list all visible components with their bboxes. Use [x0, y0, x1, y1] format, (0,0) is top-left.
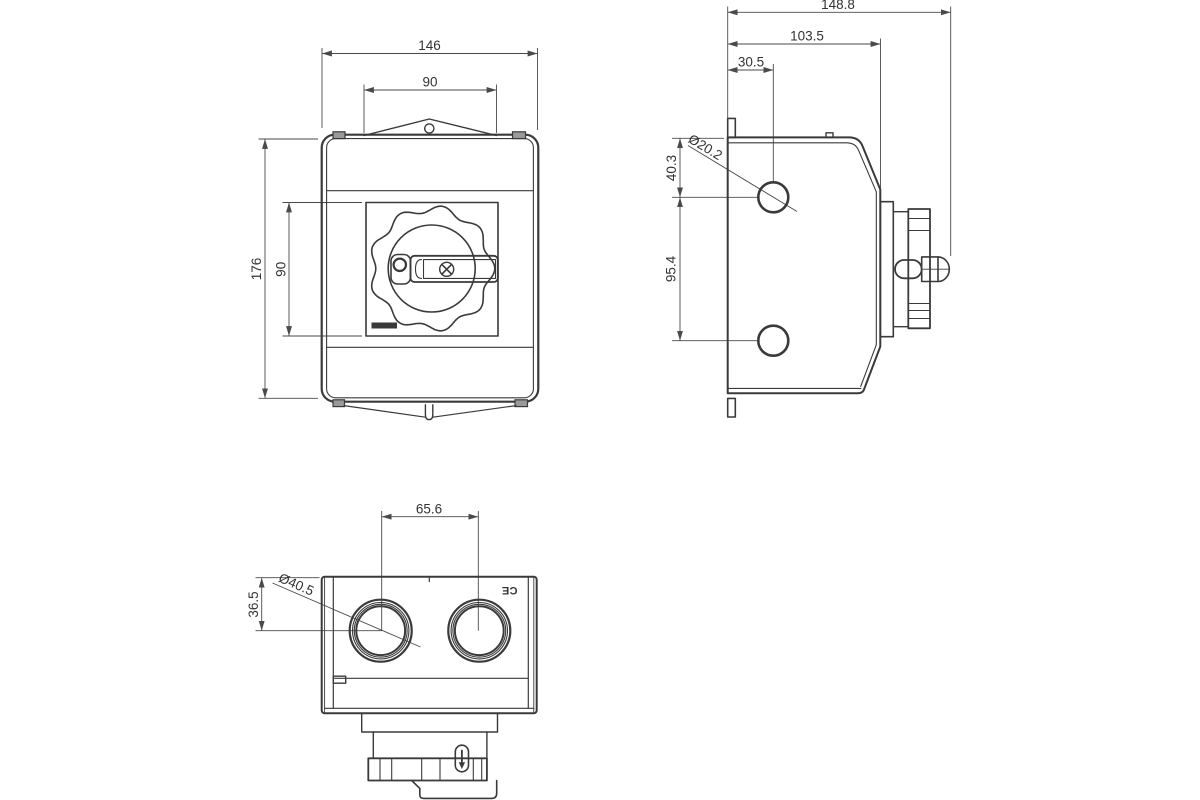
side-body-outline	[726, 136, 882, 395]
bottom-handle-slot	[454, 744, 470, 773]
dim-side-hole-offset: 30.5	[727, 55, 774, 183]
dim-label-side-hole-top-offset: 40.3	[664, 155, 679, 181]
side-knob-assembly	[879, 200, 951, 338]
dim-label-side-body-depth: 103.5	[790, 29, 824, 44]
dim-front-overall-width: 146	[321, 38, 538, 130]
front-enclosure-body	[320, 118, 540, 421]
front-roof-line	[363, 118, 498, 137]
front-clip-top-right	[511, 131, 527, 140]
dim-label-front-overall-height: 176	[249, 258, 264, 281]
side-knob-scallop-lines	[908, 217, 930, 320]
dim-front-overall-height: 176	[249, 138, 318, 399]
bottom-knob-disc-edge	[367, 757, 488, 782]
front-hub-hole	[392, 257, 408, 273]
front-handle-screw	[439, 261, 455, 277]
side-mount-tab-top	[726, 117, 737, 139]
ce-mark: CE	[501, 584, 517, 596]
dim-label-front-plate-height: 90	[274, 262, 289, 277]
dim-label-front-overall-width: 146	[418, 38, 441, 53]
dim-side-body-depth: 103.5	[727, 29, 881, 188]
dim-label-side-hole-offset: 30.5	[738, 55, 764, 70]
front-knob-scalloped-rim	[370, 205, 496, 332]
side-body-inner-line	[727, 142, 877, 389]
front-view: 146 90 176 90	[249, 38, 540, 421]
bottom-handle-pointer-arrow	[458, 762, 466, 769]
front-hanging-hole	[423, 123, 435, 134]
dim-bottom-knockout-spacing: 65.6	[381, 502, 479, 631]
dim-label-bottom-knockout-spacing: 65.6	[416, 502, 442, 517]
front-inner-shell	[326, 138, 534, 399]
dim-front-cover-width: 90	[363, 75, 497, 133]
front-bottom-notch	[424, 404, 434, 421]
dim-front-plate-height: 90	[274, 202, 362, 337]
front-clip-bottom-right	[514, 399, 529, 408]
side-knob-plate	[879, 200, 895, 338]
side-handle-tip	[937, 256, 951, 283]
dim-label-side-hole-spacing: 95.4	[664, 255, 679, 282]
front-clip-top-left	[332, 131, 346, 140]
front-plate-outline	[365, 201, 499, 337]
side-knob-disc	[907, 208, 931, 330]
dim-label-side-hole-diameter: Ø20.2	[686, 131, 725, 163]
dim-label-bottom-knockout-offset: 36.5	[246, 591, 261, 617]
bottom-knob-assembly	[361, 712, 499, 800]
front-brand-logo-bar	[371, 322, 397, 329]
dim-label-side-total-depth: 148.8	[821, 0, 855, 12]
side-mounting-hole-bottom	[756, 324, 790, 358]
side-handle-shaft	[920, 256, 939, 283]
bottom-knob-step1	[361, 712, 499, 733]
front-handle-cap	[414, 259, 423, 279]
dim-side-total-depth: 148.8	[727, 0, 952, 256]
dim-side-hole-top-offset: 40.3	[664, 137, 757, 198]
bottom-knockout-left	[348, 598, 413, 663]
dim-side-hole-spacing: 95.4	[664, 197, 757, 342]
front-bottom-edge-right	[432, 405, 517, 418]
bottom-view: 65.6 36.5 Ø40.5 CE	[246, 502, 538, 800]
front-handle-inner	[422, 259, 497, 279]
side-top-rib	[825, 132, 834, 139]
front-handle-bar	[409, 254, 499, 283]
front-switch-plate	[365, 201, 499, 337]
bottom-enclosure-body: CE	[320, 575, 538, 715]
front-knob-inner-circle	[387, 224, 477, 313]
bottom-clip-detail	[332, 675, 347, 684]
bottom-handle-projection	[410, 779, 498, 800]
front-clip-bottom-left	[332, 399, 346, 408]
front-outer-shell	[320, 133, 540, 403]
bottom-knob-scallop-lines	[379, 758, 483, 781]
side-mounting-hole-top	[756, 181, 790, 214]
dim-label-front-cover-width: 90	[422, 75, 437, 90]
dim-bottom-knockout-offset: 36.5	[246, 577, 382, 632]
dim-label-bottom-knockout-diameter: Ø40.5	[276, 570, 316, 598]
side-enclosure-body	[726, 117, 882, 418]
bottom-knockout-right	[447, 598, 512, 663]
side-mount-tab-bottom	[726, 397, 737, 418]
side-view: 148.8 103.5 30.5 40.3 95.4	[664, 0, 952, 418]
front-bottom-edge-left	[343, 405, 426, 418]
